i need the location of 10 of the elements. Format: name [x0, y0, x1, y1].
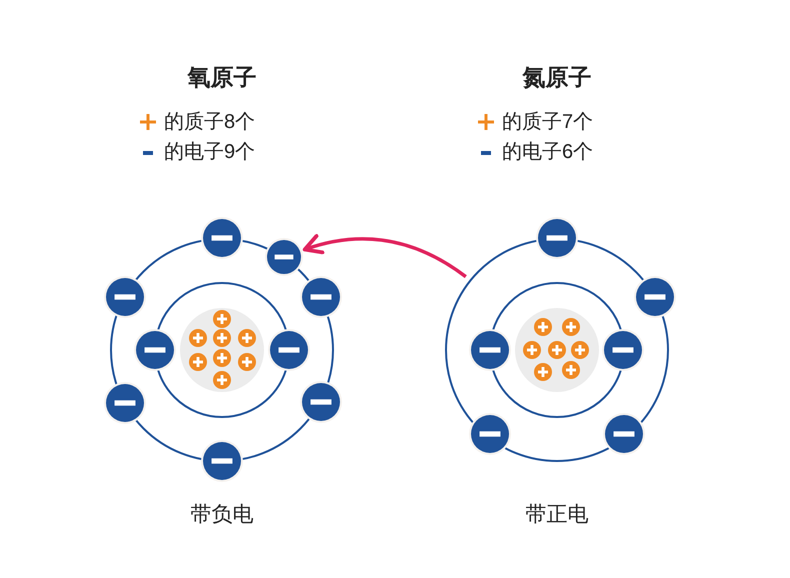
- legend-text: 的电子6个: [502, 140, 594, 164]
- extra-electron: [265, 238, 303, 276]
- charge-label: 带负电: [190, 502, 254, 528]
- legend-text: 的电子9个: [164, 140, 256, 164]
- charge-label: 带正电: [524, 502, 590, 528]
- atom-title: 氧原子: [186, 63, 258, 92]
- arrow: [302, 234, 467, 278]
- legend-text: 的质子8个: [164, 110, 256, 134]
- atom-title: 氮原子: [521, 63, 592, 92]
- legend-text: 的质子7个: [502, 110, 594, 134]
